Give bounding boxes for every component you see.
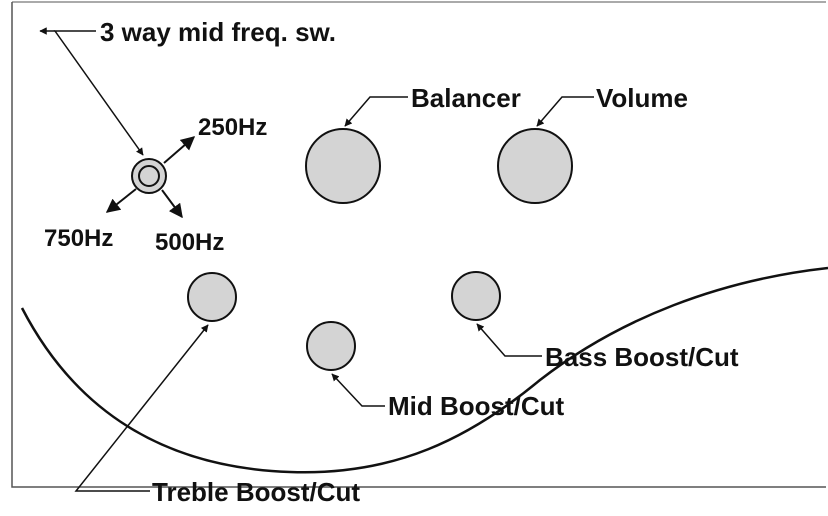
label-750hz: 750Hz <box>44 225 113 252</box>
label-mid-freq-switch: 3 way mid freq. sw. <box>100 17 336 47</box>
arrow-750hz <box>105 188 137 213</box>
label-mid: Mid Boost/Cut <box>388 391 565 421</box>
leader-treble <box>74 324 209 492</box>
balancer-knob[interactable] <box>305 128 381 204</box>
mid-freq-switch[interactable] <box>131 158 167 194</box>
leader-mid-switch <box>53 30 144 156</box>
arrow-250hz <box>163 136 196 164</box>
label-bass: Bass Boost/Cut <box>545 342 739 372</box>
label-500hz: 500Hz <box>155 229 224 256</box>
volume-knob[interactable] <box>497 128 573 204</box>
mid-knob[interactable] <box>306 321 356 371</box>
label-250hz: 250Hz <box>198 114 267 141</box>
treble-knob[interactable] <box>187 272 237 322</box>
label-volume: Volume <box>596 83 688 113</box>
bass-knob[interactable] <box>451 271 501 321</box>
leader-balancer <box>344 96 408 127</box>
leader-bass <box>476 323 542 357</box>
arrow-500hz <box>161 189 183 219</box>
panel-border <box>11 2 826 488</box>
leader-volume <box>536 96 594 127</box>
label-balancer: Balancer <box>411 83 521 113</box>
label-treble: Treble Boost/Cut <box>152 477 360 507</box>
leader-mid <box>331 373 385 407</box>
